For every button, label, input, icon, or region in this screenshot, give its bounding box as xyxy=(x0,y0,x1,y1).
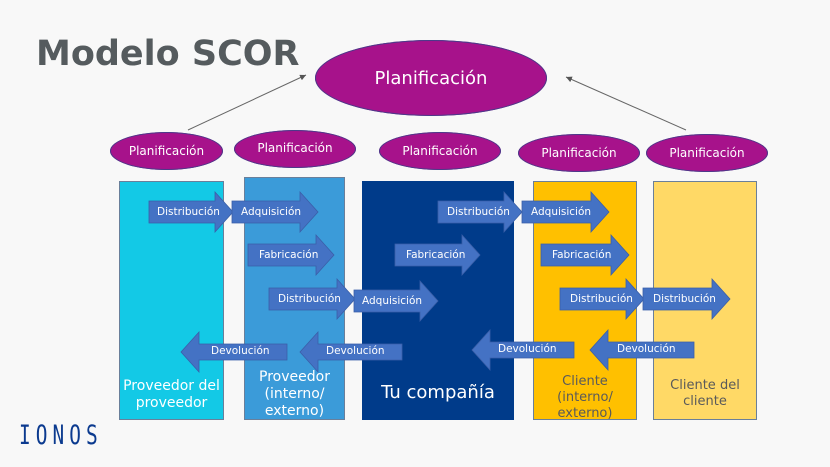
arrow-right-shape xyxy=(540,233,630,277)
arrow-right-shape xyxy=(521,190,610,234)
return-arrow: Devolución xyxy=(180,330,288,374)
planning-label: Planificación xyxy=(128,144,205,158)
arrow-right-shape xyxy=(247,233,335,277)
top-planning-label: Planificación xyxy=(374,67,488,89)
arrow-label: Devolución xyxy=(326,345,385,357)
planning-label: Planificación xyxy=(402,144,478,158)
arrow-label: Fabricación xyxy=(406,249,466,261)
connector-arrow-right xyxy=(565,76,687,131)
column-label: Cliente del cliente xyxy=(670,378,740,409)
process-arrow: Adquisición xyxy=(353,279,439,323)
arrow-right-shape xyxy=(268,277,356,321)
process-arrow: Adquisición xyxy=(231,190,319,234)
process-arrow: Distribución xyxy=(148,190,234,234)
process-arrow: Adquisición xyxy=(521,190,610,234)
arrow-right-shape xyxy=(394,233,481,277)
arrow-label: Distribución xyxy=(278,293,341,305)
top-planning-node: Planificación xyxy=(315,40,547,116)
arrow-right-shape xyxy=(642,277,731,321)
arrow-label: Distribución xyxy=(570,293,633,305)
arrow-label: Devolución xyxy=(211,345,270,357)
planning-label: Planificación xyxy=(541,146,617,160)
planning-label: Planificación xyxy=(669,146,745,160)
process-arrow: Distribución xyxy=(437,190,523,234)
arrow-label: Distribución xyxy=(653,293,716,305)
planning-node: Planificación xyxy=(518,134,640,172)
connector-arrow-left xyxy=(187,74,307,131)
arrow-right-shape xyxy=(231,190,319,234)
planning-node: Planificación xyxy=(110,132,223,170)
arrow-left-shape xyxy=(299,330,403,374)
return-arrow: Devolución xyxy=(299,330,403,374)
planning-node: Planificación xyxy=(234,130,356,168)
arrow-label: Fabricación xyxy=(259,249,319,261)
arrow-left-shape xyxy=(589,328,695,372)
arrow-right-shape xyxy=(437,190,523,234)
planning-node: Planificación xyxy=(646,134,768,172)
arrow-label: Devolución xyxy=(617,343,676,355)
arrow-label: Devolución xyxy=(498,343,557,355)
arrow-right-shape xyxy=(148,190,234,234)
process-arrow: Distribución xyxy=(559,277,645,321)
process-arrow: Fabricación xyxy=(540,233,630,277)
process-arrow: Fabricación xyxy=(394,233,481,277)
arrow-left-shape xyxy=(471,328,575,372)
process-arrow: Distribución xyxy=(268,277,356,321)
arrow-right-shape xyxy=(353,279,439,323)
arrow-left-shape xyxy=(180,330,288,374)
ionos-logo: IONOS xyxy=(19,420,103,451)
column-label: Tu compañía xyxy=(381,382,495,403)
arrow-label: Adquisición xyxy=(362,295,423,307)
column-label: Cliente (interno/ externo) xyxy=(557,374,613,421)
arrow-label: Distribución xyxy=(157,206,220,218)
page-title: Modelo SCOR xyxy=(36,34,300,74)
arrow-label: Fabricación xyxy=(552,249,612,261)
return-arrow: Devolución xyxy=(471,328,575,372)
column-label: Proveedor del proveedor xyxy=(123,378,220,411)
arrow-label: Distribución xyxy=(447,206,510,218)
return-arrow: Devolución xyxy=(589,328,695,372)
arrow-label: Adquisición xyxy=(241,206,302,218)
process-arrow: Fabricación xyxy=(247,233,335,277)
column-label: Proveedor (interno/ externo) xyxy=(259,369,330,419)
arrow-label: Adquisición xyxy=(531,206,592,218)
planning-node: Planificación xyxy=(379,132,501,170)
planning-label: Planificación xyxy=(257,140,333,155)
process-arrow: Distribución xyxy=(642,277,731,321)
arrow-right-shape xyxy=(559,277,645,321)
